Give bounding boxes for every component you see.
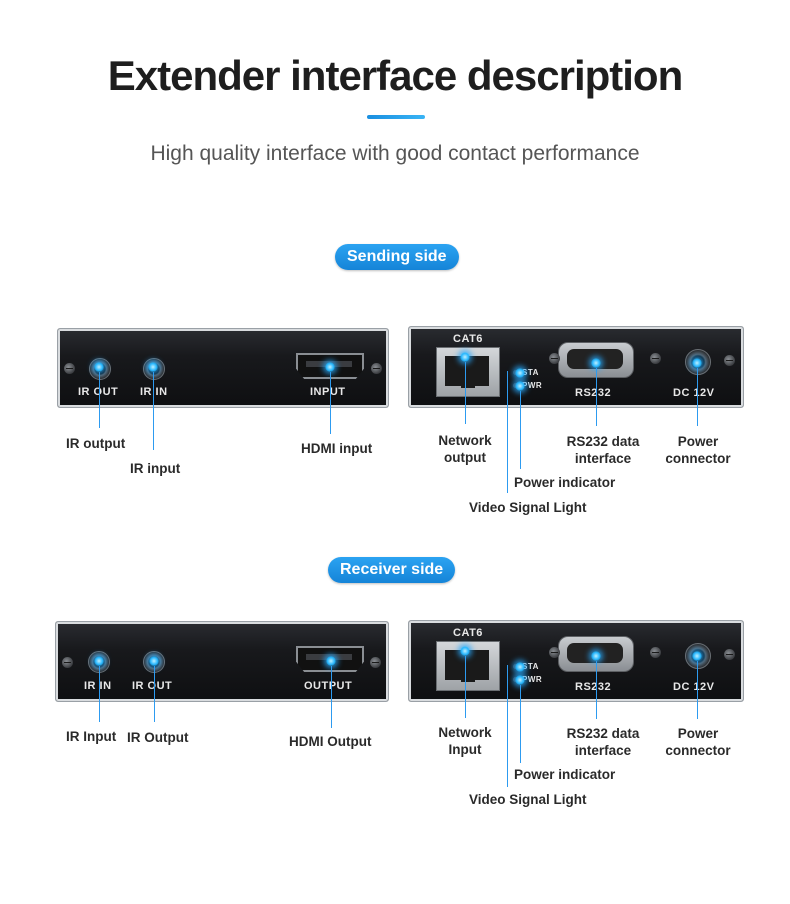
screw-icon (62, 657, 73, 668)
leader-line (507, 665, 508, 787)
highlight-dot-icon (325, 362, 335, 372)
rs232-silkscreen: RS232 (575, 681, 612, 693)
label-hdmi-output: HDMI Output (289, 734, 372, 749)
label-power-connector: Power connector (660, 725, 736, 759)
leader-line (99, 666, 100, 722)
highlight-dot-icon (326, 656, 336, 666)
rj45-port-icon (436, 347, 500, 397)
title-underline (367, 115, 425, 119)
page-subtitle: High quality interface with good contact… (150, 142, 640, 165)
label-line: RS232 data (566, 434, 640, 449)
screw-icon (549, 647, 560, 658)
leader-line (465, 656, 466, 718)
sending-side-badge: Sending side (335, 244, 459, 270)
pwr-silkscreen: PWR (522, 675, 543, 684)
label-line: Network (438, 433, 492, 448)
sta-silkscreen: STA (522, 368, 539, 377)
cat6-silkscreen: CAT6 (453, 333, 483, 345)
label-rs232: RS232 data interface (558, 725, 648, 759)
receiver-side-badge: Receiver side (328, 557, 456, 583)
hdmi-silkscreen: OUTPUT (304, 680, 353, 692)
dc-silkscreen: DC 12V (673, 681, 715, 693)
leader-line (507, 371, 508, 493)
label-power-indicator: Power indicator (514, 475, 616, 490)
ir-in-silkscreen: IR IN (84, 680, 112, 692)
label-line: connector (665, 743, 731, 758)
highlight-dot-icon (692, 651, 702, 661)
hdmi-silkscreen: INPUT (310, 386, 346, 398)
label-power-connector: Power connector (660, 433, 736, 467)
label-hdmi-input: HDMI input (301, 441, 373, 456)
screw-icon (549, 353, 560, 364)
dc-silkscreen: DC 12V (673, 387, 715, 399)
label-ir-output: IR Output (127, 730, 189, 745)
label-power-indicator: Power indicator (514, 767, 616, 782)
highlight-dot-icon (591, 358, 601, 368)
label-rs232: RS232 data interface (558, 433, 648, 467)
highlight-dot-icon (591, 651, 601, 661)
ir-out-silkscreen: IR OUT (132, 680, 173, 692)
label-video-signal: Video Signal Light (469, 500, 587, 515)
highlight-dot-icon (460, 646, 470, 656)
label-line: connector (665, 451, 731, 466)
label-line: interface (574, 743, 632, 758)
label-line: output (444, 450, 486, 465)
cat6-silkscreen: CAT6 (453, 627, 483, 639)
label-line: RS232 data (566, 726, 640, 741)
page-title: Extender interface description (107, 52, 684, 99)
highlight-dot-icon (460, 352, 470, 362)
leader-line (520, 391, 521, 469)
label-line: Input (448, 742, 482, 757)
leader-line (697, 368, 698, 426)
highlight-dot-icon (148, 362, 158, 372)
sending-rear-panel: CAT6 STA PWR RS232 DC 12V (408, 326, 744, 408)
label-ir-input: IR Input (66, 729, 117, 744)
label-network-output: Network output (432, 432, 498, 466)
label-network-input: Network Input (432, 724, 498, 758)
leader-line (697, 661, 698, 719)
screw-icon (724, 649, 735, 660)
screw-icon (371, 363, 382, 374)
leader-line (154, 666, 155, 722)
leader-line (331, 666, 332, 728)
rs232-silkscreen: RS232 (575, 387, 612, 399)
receiver-rear-panel: CAT6 STA PWR RS232 DC 12V (408, 620, 744, 702)
label-video-signal: Video Signal Light (469, 792, 587, 807)
label-ir-input: IR input (130, 461, 181, 476)
label-line: Network (438, 725, 492, 740)
screw-icon (650, 647, 661, 658)
leader-line (330, 372, 331, 434)
label-ir-output: IR output (66, 436, 126, 451)
leader-line (99, 372, 100, 428)
highlight-dot-icon (515, 381, 525, 391)
sta-silkscreen: STA (522, 662, 539, 671)
highlight-dot-icon (515, 662, 525, 672)
highlight-dot-icon (515, 675, 525, 685)
leader-line (596, 661, 597, 719)
pwr-silkscreen: PWR (522, 381, 543, 390)
screw-icon (724, 355, 735, 366)
highlight-dot-icon (692, 358, 702, 368)
leader-line (520, 685, 521, 763)
leader-line (596, 368, 597, 426)
leader-line (465, 362, 466, 424)
leader-line (153, 372, 154, 450)
label-line: Power (677, 726, 719, 741)
highlight-dot-icon (149, 656, 159, 666)
screw-icon (650, 353, 661, 364)
highlight-dot-icon (94, 362, 104, 372)
screw-icon (370, 657, 381, 668)
label-line: Power (677, 434, 719, 449)
screw-icon (64, 363, 75, 374)
label-line: interface (574, 451, 632, 466)
sending-front-panel: IR OUT IR IN INPUT (57, 328, 389, 408)
highlight-dot-icon (515, 368, 525, 378)
receiver-front-panel: IR IN IR OUT OUTPUT (55, 621, 389, 702)
ir-out-silkscreen: IR OUT (78, 386, 119, 398)
highlight-dot-icon (94, 656, 104, 666)
